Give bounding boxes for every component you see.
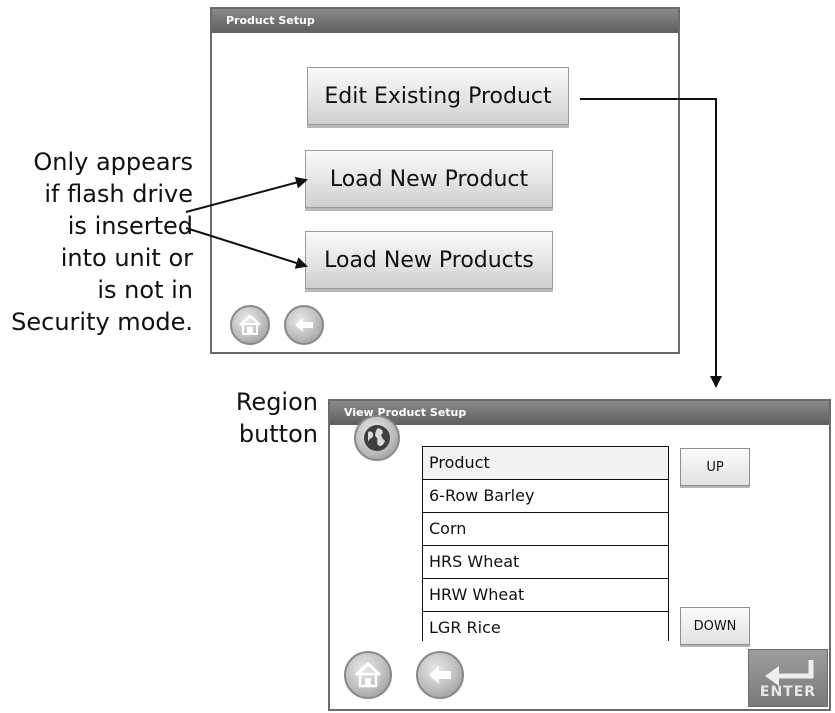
back-arrow-icon	[295, 318, 313, 332]
region-note-line: Region	[235, 388, 318, 416]
pointer-line	[185, 227, 308, 269]
down-button-label: DOWN	[693, 618, 737, 634]
back-button[interactable]	[284, 305, 324, 345]
down-button[interactable]: DOWN	[680, 607, 750, 645]
list-item[interactable]: 6-Row Barley	[423, 480, 668, 513]
connector-line	[580, 98, 722, 388]
enter-arrow-icon	[765, 660, 814, 686]
up-button[interactable]: UP	[680, 448, 750, 486]
flash-drive-note: Only appears if flash drive is inserted …	[0, 146, 193, 338]
region-note-line: button	[238, 420, 318, 448]
flash-note-line: into unit or	[60, 244, 193, 272]
back-arrow-icon	[429, 666, 451, 684]
product-setup-titlebar: Product Setup	[212, 9, 678, 33]
product-setup-window: Product Setup Edit Existing Product Load…	[210, 7, 680, 354]
load-new-product-button[interactable]: Load New Product	[305, 150, 553, 208]
view-product-setup-window: View Product Setup Product 6-Row Barley …	[328, 399, 831, 711]
enter-button[interactable]: ENTER	[748, 649, 828, 707]
home-button[interactable]	[344, 651, 392, 699]
globe-icon	[364, 425, 390, 451]
product-list: Product 6-Row Barley Corn HRS Wheat HRW …	[422, 446, 669, 645]
edit-existing-product-label: Edit Existing Product	[324, 83, 552, 109]
product-list-header: Product	[423, 447, 668, 480]
enter-button-label: ENTER	[759, 684, 817, 700]
list-item[interactable]: LGR Rice	[423, 612, 668, 645]
pointer-line	[185, 176, 308, 213]
region-button[interactable]	[354, 415, 400, 461]
load-new-products-label: Load New Products	[324, 247, 534, 273]
list-item[interactable]: HRS Wheat	[423, 546, 668, 579]
home-icon	[354, 661, 382, 688]
home-button[interactable]	[230, 305, 270, 345]
view-product-setup-titlebar: View Product Setup	[330, 401, 829, 425]
edit-existing-product-button[interactable]: Edit Existing Product	[307, 67, 569, 125]
list-item[interactable]: Corn	[423, 513, 668, 546]
home-icon	[239, 314, 261, 335]
flash-note-line: Only appears	[33, 148, 193, 176]
flash-note-line: Security mode.	[11, 308, 193, 336]
flash-note-line: is inserted	[67, 212, 193, 240]
flash-note-line: is not in	[97, 276, 193, 304]
load-new-product-label: Load New Product	[329, 166, 529, 192]
up-button-label: UP	[706, 459, 724, 475]
back-button[interactable]	[416, 651, 464, 699]
load-new-products-button[interactable]: Load New Products	[305, 231, 553, 289]
flash-note-line: if flash drive	[44, 180, 193, 208]
region-button-note: Region button	[200, 386, 318, 450]
list-item[interactable]: HRW Wheat	[423, 579, 668, 612]
